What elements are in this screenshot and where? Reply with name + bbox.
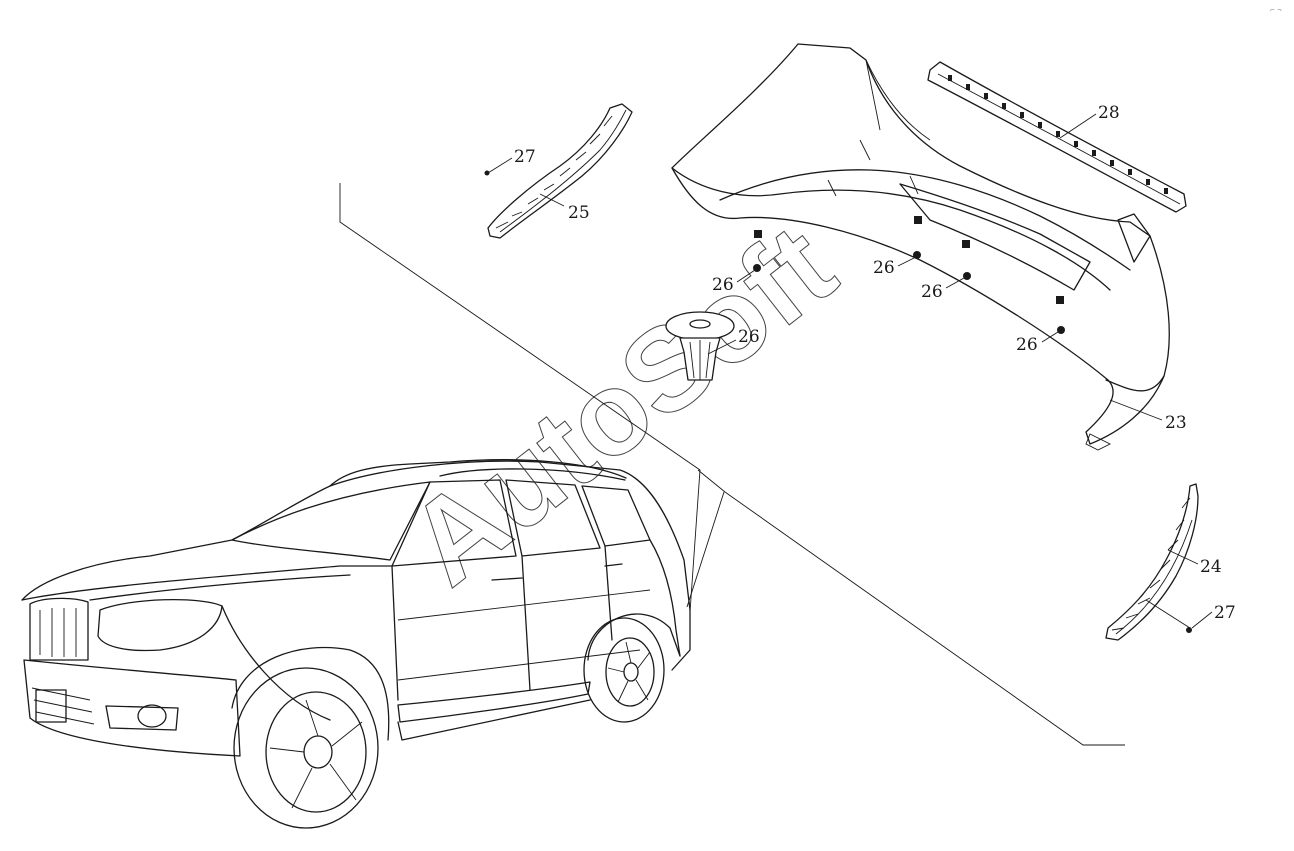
right-bracket — [1105, 483, 1199, 641]
callout-26-d: 26 — [1016, 335, 1038, 355]
watermark-text: AutoSoft — [385, 200, 859, 611]
reflector-strip — [927, 61, 1187, 213]
callout-27-left: 27 — [514, 147, 536, 167]
callout-23: 23 — [1165, 413, 1187, 433]
callout-26-a: 26 — [712, 275, 734, 295]
clip-detail — [665, 311, 735, 381]
callout-25: 25 — [568, 203, 590, 223]
callout-24: 24 — [1200, 557, 1222, 577]
callout-26-detail: 26 — [738, 327, 760, 347]
breakout-lines — [339, 183, 1125, 746]
callout-28: 28 — [1098, 103, 1120, 123]
corner-mark: ⌐ ¬ — [1270, 7, 1282, 14]
callout-27-right: 27 — [1214, 603, 1236, 623]
clip-markers — [484, 170, 1192, 633]
left-bracket — [487, 103, 633, 239]
vehicle-illustration — [21, 459, 691, 829]
callout-26-c: 26 — [921, 282, 943, 302]
rear-bumper — [671, 43, 1170, 451]
watermark: AutoSoft — [384, 199, 859, 611]
callout-26-b: 26 — [873, 258, 895, 278]
callout-leaders — [487, 113, 1213, 629]
